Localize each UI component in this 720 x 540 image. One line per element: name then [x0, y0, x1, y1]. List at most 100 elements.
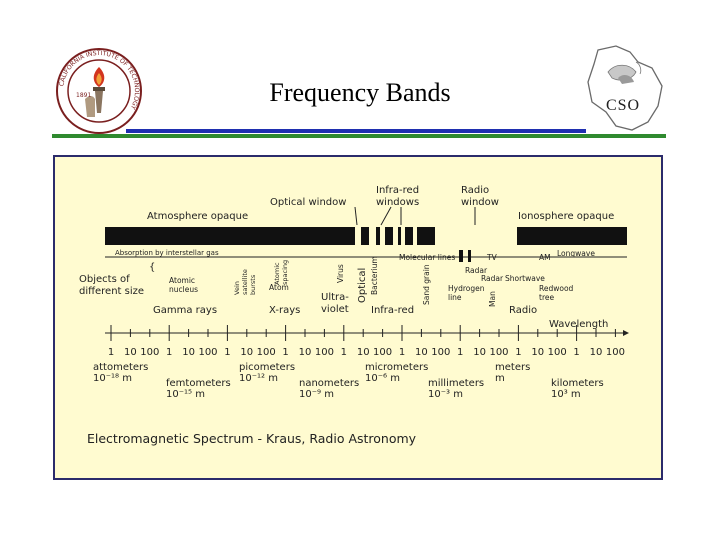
- label-radio-window-1: Radio: [461, 185, 489, 196]
- label-shortwave: Shortwave: [505, 274, 545, 283]
- slide-title: Frequency Bands: [269, 78, 451, 107]
- title-underline-blue: [126, 129, 586, 133]
- tick-label: 1: [224, 347, 230, 358]
- label-hydrogen-2: line: [448, 293, 462, 302]
- cso-logo: CSO: [587, 45, 663, 131]
- tick-label: 1: [515, 347, 521, 358]
- tick-label: 10: [590, 347, 603, 358]
- tick-label: 1: [108, 347, 114, 358]
- label-virus: Virus: [336, 264, 345, 283]
- tick-label: 10: [240, 347, 253, 358]
- label-sand-grain: Sand grain: [422, 264, 431, 305]
- brace-icon: {: [149, 262, 155, 273]
- label-ultraviolet-1: Ultra-: [321, 292, 349, 303]
- unit-nanometers: nanometers: [299, 378, 359, 389]
- label-optical: Optical: [357, 268, 368, 303]
- label-radar-1: Radar: [465, 266, 488, 275]
- tick-label: 100: [315, 347, 334, 358]
- label-hydrogen-1: Hydrogen: [448, 284, 485, 293]
- tick-label: 10: [182, 347, 195, 358]
- unit-meters-exp: m: [495, 373, 505, 384]
- tick-label: 10: [124, 347, 137, 358]
- tick-label: 10: [531, 347, 544, 358]
- tick-label: 1: [457, 347, 463, 358]
- title-underline-green: [52, 134, 666, 138]
- label-objects-2: different size: [79, 286, 144, 297]
- tick-label: 10: [299, 347, 312, 358]
- label-atom: Atom: [269, 283, 289, 292]
- unit-nanometers-exp: 10⁻⁹ m: [299, 389, 334, 400]
- tick-label: 100: [140, 347, 159, 358]
- atmosphere-bar: [105, 227, 627, 245]
- tick-marks: [110, 325, 616, 341]
- tick-label: 1: [573, 347, 579, 358]
- tick-label: 10: [415, 347, 428, 358]
- label-longwave: Longwave: [557, 249, 595, 258]
- tick-label: 100: [198, 347, 217, 358]
- unit-attometers: attometers: [93, 362, 148, 373]
- label-tv: TV: [486, 253, 498, 262]
- band-marker: [468, 250, 471, 262]
- unit-meters: meters: [495, 362, 530, 373]
- label-atomic-spacing-1: Atomic: [273, 262, 281, 285]
- label-bacterium: Bacterium: [370, 256, 379, 295]
- label-infrared-windows-1: Infra-red: [376, 185, 419, 196]
- arrow-ir-1: [380, 206, 392, 226]
- torch-icon: [85, 67, 105, 117]
- unit-millimeters: millimeters: [428, 378, 484, 389]
- label-atomic-nucleus-1: Atomic: [169, 276, 195, 285]
- label-atomic-spacing-2: spacing: [281, 260, 289, 285]
- label-man: Man: [488, 291, 497, 307]
- unit-femtometers: femtometers: [166, 378, 231, 389]
- em-spectrum-figure: Optical window Infra-red windows Radio w…: [79, 185, 629, 446]
- tick-label: 10: [357, 347, 370, 358]
- label-radio-window-2: window: [461, 197, 499, 208]
- figure-caption: Electromagnetic Spectrum - Kraus, Radio …: [87, 431, 417, 446]
- tick-label: 1: [399, 347, 405, 358]
- label-ionosphere-opaque: Ionosphere opaque: [518, 211, 614, 222]
- unit-kilometers-exp: 10³ m: [551, 389, 581, 400]
- unit-femtometers-exp: 10⁻¹⁵ m: [166, 389, 205, 400]
- island-icon: [587, 45, 663, 131]
- band-marker: [459, 250, 463, 262]
- label-objects-1: Objects of: [79, 274, 130, 285]
- tick-label: 100: [606, 347, 625, 358]
- unit-picometers-exp: 10⁻¹² m: [239, 373, 278, 384]
- tick-label: 10: [473, 347, 486, 358]
- label-am: AM: [539, 253, 551, 262]
- label-infrared-windows-2: windows: [376, 197, 419, 208]
- tick-label: 100: [489, 347, 508, 358]
- caltech-year: 1891: [76, 92, 91, 99]
- arrow-optical: [354, 206, 358, 226]
- unit-millimeters-exp: 10⁻³ m: [428, 389, 463, 400]
- label-gamma-rays: Gamma rays: [153, 305, 217, 316]
- label-infrared: Infra-red: [371, 305, 414, 316]
- unit-micrometers-exp: 10⁻⁶ m: [365, 373, 400, 384]
- label-molecular-lines: Molecular lines: [399, 253, 455, 262]
- label-radar-2: Radar: [481, 274, 504, 283]
- caltech-logo: CALIFORNIA INSTITUTE OF TECHNOLOGY 1891: [56, 48, 142, 134]
- tick-label: 1: [282, 347, 288, 358]
- label-redwood-1: Redwood: [539, 284, 574, 293]
- unit-attometers-exp: 10⁻¹⁸ m: [93, 373, 132, 384]
- tick-label: 100: [431, 347, 450, 358]
- label-absorption: Absorption by interstellar gas: [115, 249, 219, 257]
- label-vein-3: bursts: [249, 274, 257, 295]
- label-wavelength: Wavelength: [549, 319, 608, 330]
- cso-text: CSO: [606, 97, 640, 114]
- label-atomic-nucleus-2: nucleus: [169, 285, 198, 294]
- label-redwood-2: tree: [539, 293, 554, 302]
- tick-label: 100: [373, 347, 392, 358]
- label-optical-window: Optical window: [270, 197, 346, 208]
- unit-picometers: picometers: [239, 362, 295, 373]
- axis-arrow-icon: [623, 330, 629, 336]
- figure-frame: Optical window Infra-red windows Radio w…: [53, 155, 663, 480]
- label-ultraviolet-2: violet: [321, 304, 349, 315]
- tick-label: 1: [341, 347, 347, 358]
- label-atmosphere-opaque: Atmosphere opaque: [147, 211, 248, 222]
- tick-label: 100: [548, 347, 567, 358]
- tick-label: 100: [257, 347, 276, 358]
- unit-kilometers: kilometers: [551, 378, 604, 389]
- tick-label: 1: [166, 347, 172, 358]
